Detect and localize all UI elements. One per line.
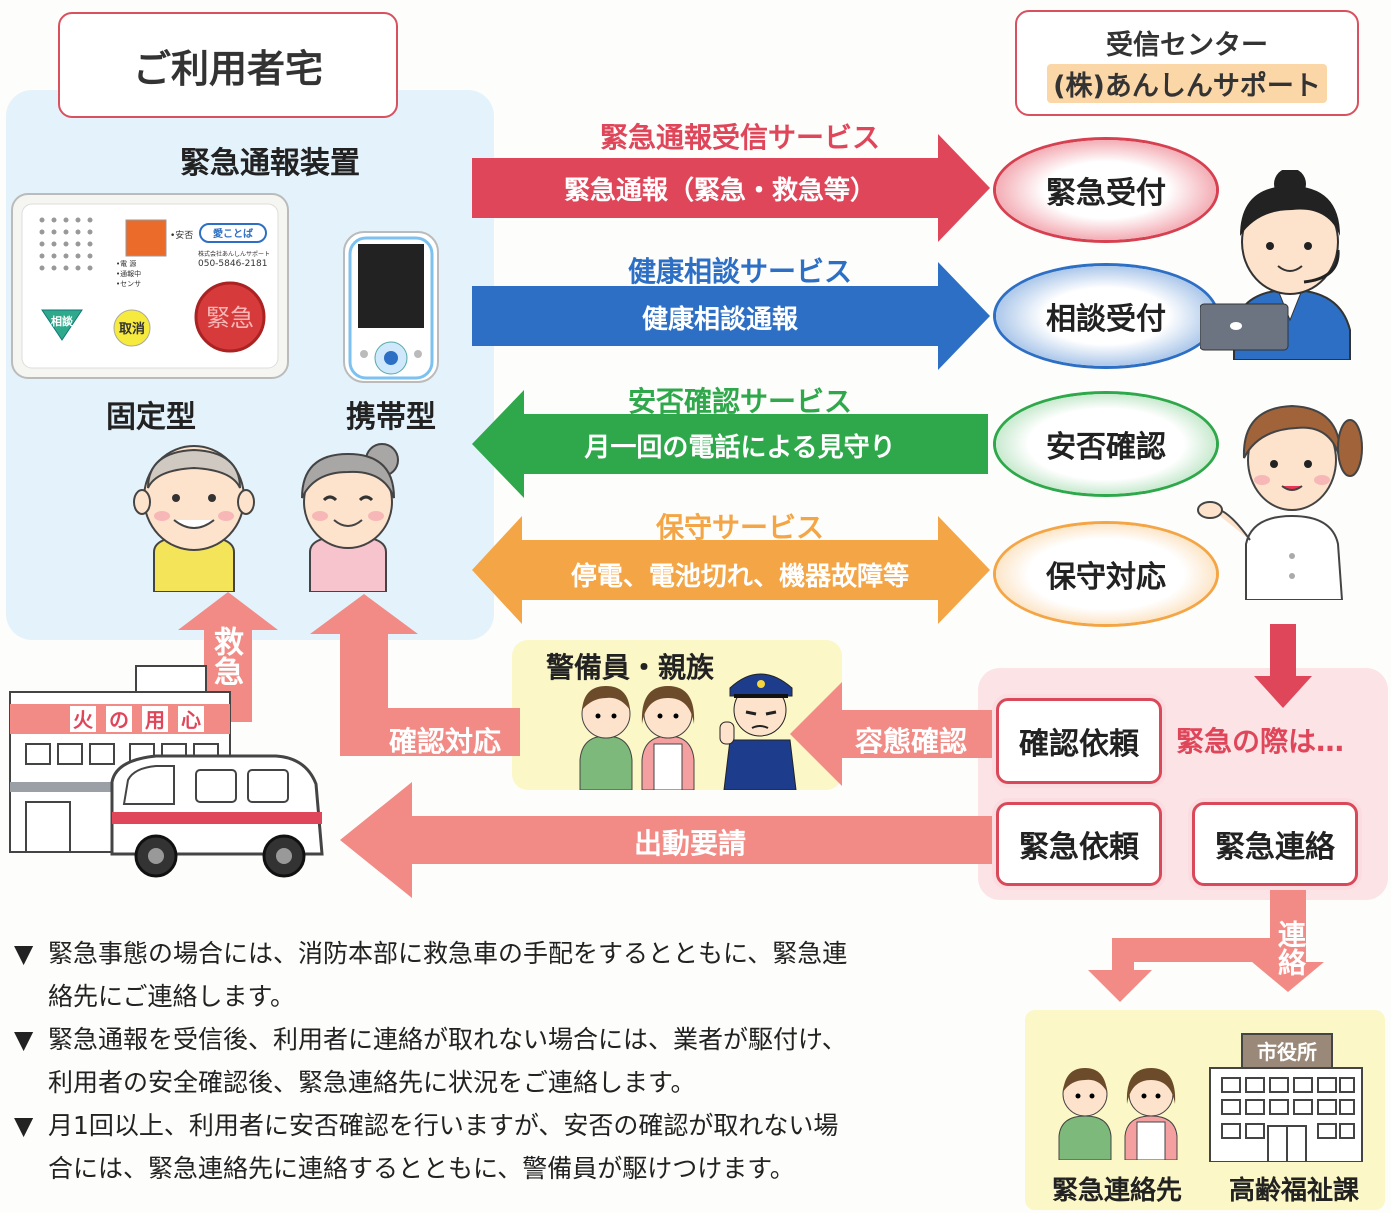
dispatch-request-label: 出動要請: [633, 827, 746, 860]
confirm-request-box: 確認依頼: [996, 698, 1162, 784]
panel-lamp-power: •電 源: [116, 259, 136, 268]
note-3-line-1: 月1回以上、利用者に安否確認を行いますが、安否の確認が取れない場: [48, 1111, 839, 1140]
down-to-emergency-arrow: [1254, 624, 1312, 708]
emergency-flow-arrows: [178, 592, 1324, 1002]
button-consult-label: 相談: [51, 314, 74, 328]
service-title-maintenance: 保守サービス: [655, 511, 824, 544]
note-item: ▼ 緊急通報を受信後、利用者に連絡が取れない場合には、業者が駆付け、 利用者の安全…: [14, 1018, 1014, 1104]
contact-label: 連絡: [1270, 920, 1310, 983]
center-company: (株)あんしんサポート: [1047, 64, 1327, 103]
service-title-safety: 安否確認サービス: [627, 385, 852, 418]
fire-station-and-ambulance-illustration: 火 の 用 心: [9, 665, 324, 878]
fire-sign-2: の: [109, 708, 129, 732]
fire-sign-3: 用: [145, 708, 165, 732]
city-hall-sign: 市役所: [1257, 1040, 1317, 1064]
fixed-device-illustration: •安否 愛ことば •電 源 •通報中 •センサ 株式会社あんしんサポート 050…: [11, 193, 289, 379]
safety-check-arrow: [472, 390, 988, 498]
elderly-woman-illustration: [301, 443, 399, 592]
service-desc-health: 健康相談通報: [641, 305, 798, 335]
button-cancel-label: 取消: [119, 321, 145, 337]
note-1-line-1: 緊急事態の場合には、消防本部に救急車の手配をするとともに、緊急連: [48, 939, 848, 968]
button-emergency-label: 緊急: [206, 304, 254, 332]
emergency-contact-box: 緊急連絡: [1192, 802, 1358, 886]
guards-family-title: 警備員・親族: [545, 651, 714, 684]
operator-with-headset-illustration: [1200, 170, 1351, 360]
note-item: ▼ 緊急事態の場合には、消防本部に救急車の手配をするとともに、緊急連 絡先にご連絡…: [14, 932, 1014, 1018]
fire-sign-4: 心: [181, 708, 201, 732]
panel-anpi-text: •安否: [170, 229, 193, 241]
panel-phone-text: 050-5846-2181: [198, 259, 267, 269]
panel-company-text: 株式会社あんしんサポート: [198, 250, 270, 258]
contact-branch-arrow: [1252, 880, 1324, 992]
panel-kotoba-text: 愛ことば: [213, 227, 253, 240]
elderly-man-illustration: [133, 445, 255, 592]
in-emergency-label: 緊急の際は…: [1176, 725, 1345, 758]
user-home-title: ご利用者宅: [132, 46, 323, 91]
ambulance-label-text: 救急: [208, 626, 243, 686]
condition-check-label: 容態確認: [854, 725, 967, 758]
ambulance-label: 救急: [205, 626, 245, 693]
maintenance-arrow: [472, 516, 990, 624]
fire-sign-1: 火: [73, 708, 94, 732]
note-1-line-2: 絡先にご連絡します。: [48, 982, 296, 1011]
welfare-division-label: 高齢福祉課: [1228, 1176, 1359, 1206]
check-response-arrow: [310, 594, 520, 756]
condition-check-arrow: [790, 682, 992, 786]
mobile-device-label: 携帯型: [346, 400, 436, 435]
service-title-health: 健康相談サービス: [627, 255, 852, 288]
center-title: 受信センター: [1106, 30, 1268, 61]
service-desc-safety: 月一回の電話による見守り: [584, 433, 896, 463]
emergency-call-arrow: [472, 134, 990, 242]
panel-lamp-sensor: •センサ: [116, 280, 141, 288]
note-marker-1: ▼: [14, 939, 34, 968]
service-desc-maintenance: 停電、電池切れ、機器故障等: [570, 562, 910, 592]
check-response-label: 確認対応: [388, 725, 501, 758]
emergency-request-box: 緊急依頼: [996, 802, 1162, 886]
fixed-device-label: 固定型: [106, 400, 196, 435]
reception-safety: 安否確認: [996, 394, 1216, 494]
note-marker-3: ▼: [14, 1111, 34, 1140]
family-and-guard-illustration: [579, 673, 797, 790]
device-title: 緊急通報装置: [180, 146, 360, 181]
service-desc-emergency: 緊急通報（緊急・救急等）: [563, 176, 876, 206]
reception-maintenance: 保守対応: [996, 524, 1216, 624]
emergency-contacts-illustration: [1058, 1068, 1178, 1160]
mobile-device-illustration: [343, 231, 439, 383]
panel-lamp-calling: •通報中: [116, 269, 141, 278]
note-2-line-1: 緊急通報を受信後、利用者に連絡が取れない場合には、業者が駆付け、: [48, 1025, 847, 1054]
note-3-line-2: 合には、緊急連絡先に連絡するとともに、警備員が駆けつけます。: [48, 1154, 795, 1183]
operator-nurse-illustration: [1197, 404, 1363, 600]
service-arrows: [472, 134, 990, 624]
note-item: ▼ 月1回以上、利用者に安否確認を行いますが、安否の確認が取れない場 合には、緊急…: [14, 1104, 1014, 1190]
user-home-title-box: ご利用者宅: [58, 12, 398, 118]
service-title-emergency: 緊急通報受信サービス: [599, 121, 880, 154]
dispatch-request-arrow: [340, 782, 992, 898]
health-consult-arrow: [472, 262, 990, 370]
notes-list: ▼ 緊急事態の場合には、消防本部に救急車の手配をするとともに、緊急連 絡先にご連絡…: [14, 932, 1014, 1190]
note-marker-2: ▼: [14, 1025, 34, 1054]
contact-label-text: 連絡: [1274, 920, 1307, 976]
city-hall-illustration: 市役所: [1209, 1033, 1363, 1162]
center-title-box: 受信センター (株)あんしんサポート: [1015, 10, 1359, 116]
emergency-contact-label: 緊急連絡先: [1051, 1176, 1182, 1206]
reception-consult: 相談受付: [996, 266, 1216, 366]
ambulance-up-arrow: [178, 592, 278, 722]
reception-emergency: 緊急受付: [996, 140, 1216, 240]
note-2-line-2: 利用者の安全確認後、緊急連絡先に状況をご連絡します。: [48, 1068, 696, 1097]
